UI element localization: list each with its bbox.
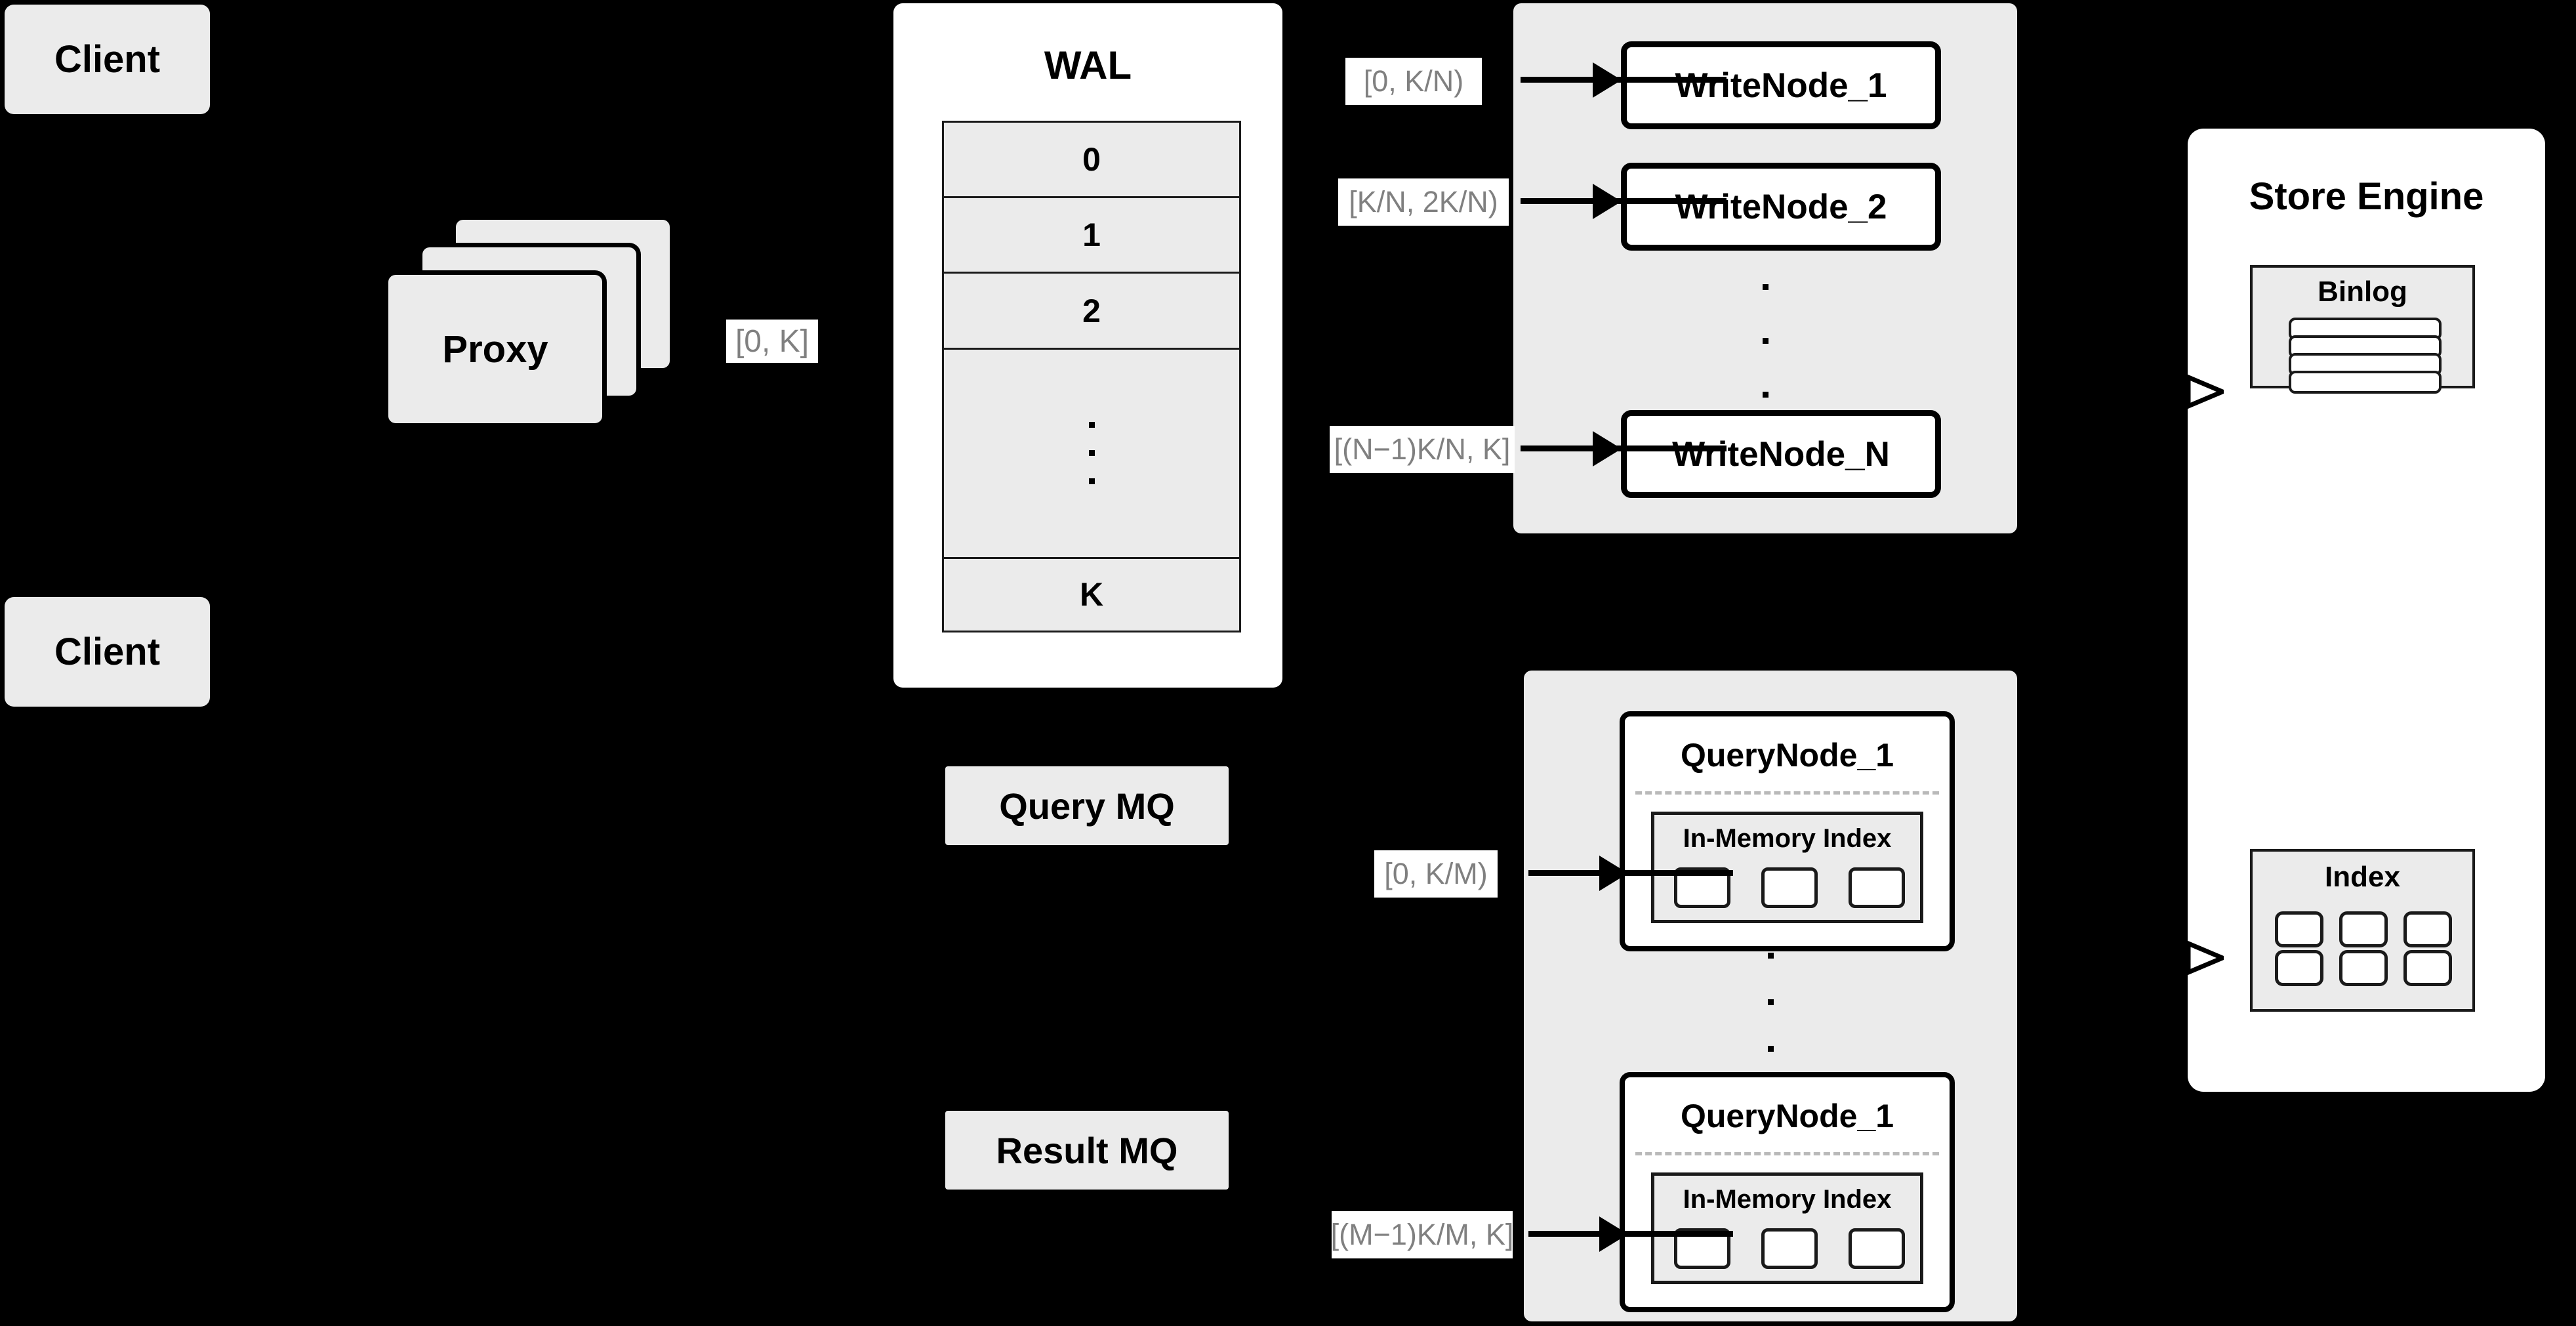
in-memory-index-1: In-Memory Index — [1651, 812, 1923, 923]
write-node-1[interactable]: WriteNode_1 — [1621, 41, 1941, 129]
edge-label-query-node-m: [(M−1)K/M, K] — [1330, 1211, 1514, 1258]
query-cluster-ellipsis — [1524, 953, 2017, 1052]
index-cell[interactable] — [2403, 950, 2452, 986]
ellipsis-dot-icon — [1767, 953, 1774, 959]
in-memory-index-m-title: In-Memory Index — [1683, 1185, 1892, 1214]
wal-title: WAL — [1044, 43, 1132, 87]
edge-label-write-node-2: [K/N, 2K/N) — [1338, 178, 1509, 226]
arrow-head-hollow-icon — [2187, 374, 2224, 409]
query-node-cluster: QueryNode_1 In-Memory Index QueryNode_1 … — [1524, 671, 2017, 1321]
store-engine-panel: Store Engine Binlog Index — [2188, 129, 2545, 1092]
wal-row[interactable]: K — [944, 558, 1239, 631]
ellipsis-dot-icon — [1088, 422, 1095, 428]
query-node-m[interactable]: QueryNode_1 In-Memory Index — [1620, 1072, 1955, 1312]
edge-label-query-node-m-text: [(M−1)K/M, K] — [1330, 1218, 1514, 1251]
index-panel: Index — [2250, 849, 2475, 1012]
index-title: Index — [2325, 861, 2400, 893]
wal-panel: WAL 0 1 2 K — [893, 3, 1282, 688]
edge-label-proxy-to-wal: [0, K] — [726, 320, 818, 363]
wal-row-label: 2 — [1082, 292, 1101, 329]
arrow-to-query-node-m — [1528, 1231, 1733, 1237]
wal-row-label: 1 — [1082, 217, 1101, 254]
binlog-panel: Binlog — [2250, 265, 2475, 394]
query-node-m-separator — [1635, 1152, 1939, 1155]
result-mq-label: Result MQ — [996, 1129, 1178, 1171]
edge-label-query-node-1-text: [0, K/M) — [1384, 857, 1488, 890]
query-mq-label: Query MQ — [999, 785, 1175, 827]
wal-row[interactable]: 1 — [944, 198, 1239, 274]
edge-label-proxy-to-wal-text: [0, K] — [735, 323, 809, 359]
index-cell[interactable] — [2403, 911, 2452, 947]
edge-label-query-node-1: [0, K/M) — [1374, 850, 1498, 898]
write-cluster-ellipsis — [1513, 284, 2017, 398]
index-cell[interactable] — [2339, 950, 2388, 986]
store-engine-title: Store Engine — [2249, 175, 2484, 218]
arrow-head-hollow-icon — [2187, 940, 2224, 976]
edge-label-write-node-n: [(N−1)K/N, K] — [1330, 426, 1515, 473]
ellipsis-dot-icon — [1762, 338, 1768, 344]
write-node-2[interactable]: WriteNode_2 — [1621, 163, 1941, 251]
arrow-head-icon — [1593, 184, 1622, 219]
wal-ellipsis-row — [944, 349, 1239, 559]
binlog-segment[interactable] — [2289, 371, 2442, 394]
write-node-n[interactable]: WriteNode_N — [1621, 410, 1941, 498]
edge-label-write-node-2-text: [K/N, 2K/N) — [1349, 185, 1498, 218]
ellipsis-dot-icon — [1767, 1046, 1774, 1052]
binlog-title: Binlog — [2318, 276, 2407, 308]
edge-label-write-node-n-text: [(N−1)K/N, K] — [1334, 432, 1511, 466]
index-cell[interactable] — [2339, 911, 2388, 947]
arrow-to-query-node-1 — [1528, 870, 1733, 876]
arrow-to-index — [2166, 956, 2194, 960]
write-node-n-label: WriteNode_N — [1672, 434, 1890, 474]
arrow-to-binlog — [2166, 390, 2194, 394]
result-mq-node[interactable]: Result MQ — [945, 1111, 1229, 1190]
arrow-to-write-node-2 — [1521, 198, 1727, 204]
client-node-2-label: Client — [54, 631, 161, 673]
edge-label-write-node-1-text: [0, K/N) — [1363, 64, 1464, 98]
arrow-head-icon — [1599, 856, 1628, 891]
arrow-to-write-node-1 — [1521, 77, 1727, 83]
query-node-m-title: QueryNode_1 — [1680, 1098, 1894, 1134]
ellipsis-dot-icon — [1088, 478, 1095, 485]
write-node-cluster: WriteNode_1 WriteNode_2 WriteNode_N — [1513, 3, 2017, 533]
in-memory-index-1-title: In-Memory Index — [1683, 824, 1892, 853]
index-cell[interactable] — [1761, 867, 1818, 908]
arrow-to-write-node-n — [1521, 445, 1727, 451]
wal-table: 0 1 2 K — [942, 121, 1241, 632]
index-cell[interactable] — [2275, 911, 2323, 947]
write-node-1-label: WriteNode_1 — [1675, 66, 1887, 105]
edge-label-write-node-1: [0, K/N) — [1345, 58, 1482, 105]
arrow-head-icon — [1593, 62, 1622, 98]
ellipsis-dot-icon — [1767, 999, 1774, 1005]
proxy-node-label: Proxy — [442, 327, 548, 371]
wal-row[interactable]: 0 — [944, 123, 1239, 199]
index-cell[interactable] — [1761, 1228, 1818, 1269]
write-node-2-label: WriteNode_2 — [1675, 187, 1887, 226]
wal-row-label: 0 — [1082, 141, 1101, 178]
ellipsis-dot-icon — [1762, 284, 1768, 290]
arrow-head-icon — [1599, 1216, 1628, 1252]
query-node-1-separator — [1635, 791, 1939, 795]
index-cell[interactable] — [1849, 867, 1905, 908]
ellipsis-dot-icon — [1088, 450, 1095, 457]
client-node-1-label: Client — [54, 38, 161, 81]
index-cell[interactable] — [1849, 1228, 1905, 1269]
client-node-1[interactable]: Client — [5, 5, 210, 114]
in-memory-index-m: In-Memory Index — [1651, 1172, 1923, 1284]
ellipsis-dot-icon — [1762, 392, 1768, 398]
query-node-1-title: QueryNode_1 — [1680, 737, 1894, 774]
query-mq-node[interactable]: Query MQ — [945, 766, 1229, 845]
wal-row-label: K — [1079, 576, 1104, 613]
client-node-2[interactable]: Client — [5, 597, 210, 707]
query-node-1[interactable]: QueryNode_1 In-Memory Index — [1620, 711, 1955, 951]
wal-row[interactable]: 2 — [944, 274, 1239, 350]
index-cell[interactable] — [2275, 950, 2323, 986]
arrow-head-icon — [1593, 431, 1622, 466]
proxy-node[interactable]: Proxy — [384, 270, 607, 428]
